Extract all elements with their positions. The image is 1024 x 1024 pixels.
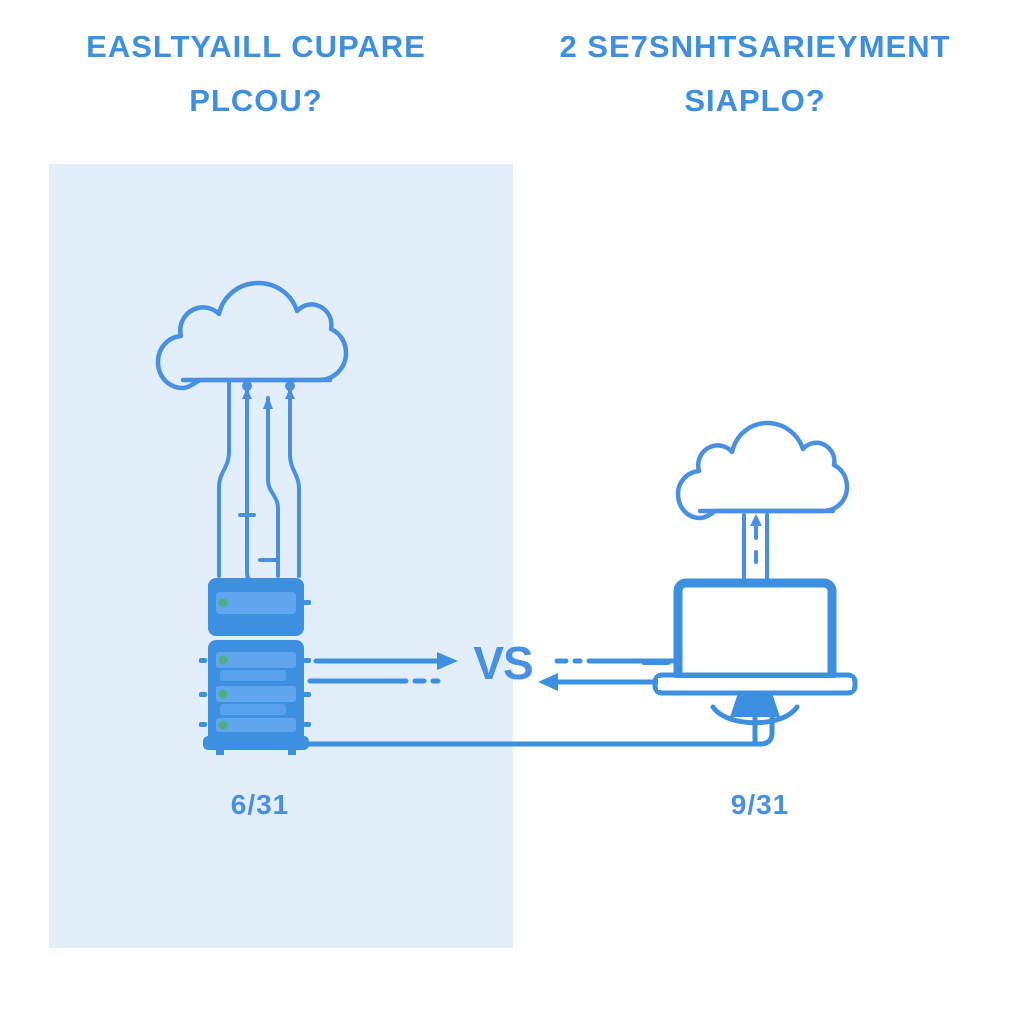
versus-label: VS xyxy=(473,637,533,689)
right-connector-arrowhead xyxy=(750,514,762,526)
right-heading: 2 SE7SNHTSARIEYMENT SIAPLO? xyxy=(559,29,951,119)
left-caption: 6/31 xyxy=(230,789,290,820)
left-heading: EASLTYAILL CUPARE PLCOU? xyxy=(86,29,426,119)
left-comparison-panel xyxy=(49,164,513,948)
right-connector-lines xyxy=(742,513,769,580)
right-cloud-outline-icon xyxy=(675,420,850,521)
right-caption: 9/31 xyxy=(730,789,790,820)
right-flow-arrowhead xyxy=(538,673,558,691)
laptop-monitor-icon xyxy=(652,578,858,746)
